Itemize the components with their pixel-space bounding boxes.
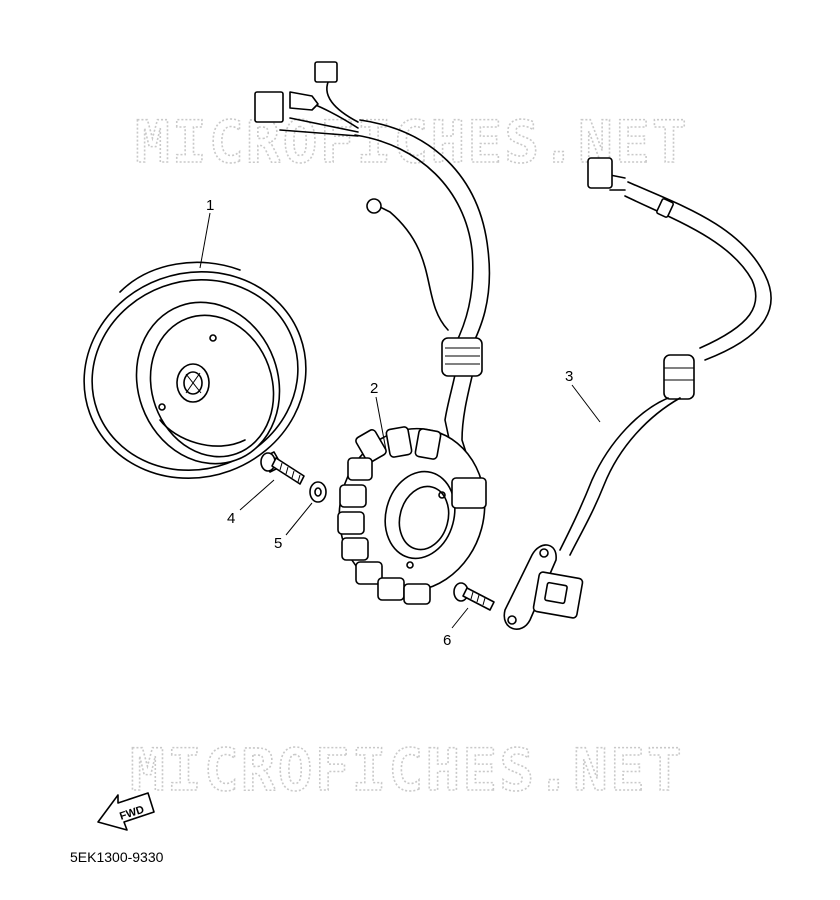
callout-2: 2	[370, 380, 378, 397]
leader-lines	[199, 212, 601, 629]
pickup-coil	[503, 157, 772, 630]
callout-3: 3	[565, 368, 573, 385]
watermark-bottom: MICROFICHES.NET	[130, 736, 684, 804]
rotor-flywheel	[83, 261, 307, 480]
screw-4	[260, 451, 305, 485]
washer-5	[309, 481, 327, 503]
diagram-code: 5EK1300-9330	[70, 849, 164, 865]
screw-6	[453, 582, 495, 611]
callout-4: 4	[227, 510, 235, 527]
stator-assembly	[254, 61, 491, 605]
callout-5: 5	[274, 535, 282, 552]
callout-6: 6	[443, 632, 451, 649]
callout-1: 1	[206, 197, 214, 214]
fwd-arrow-icon: FWD	[97, 792, 155, 831]
